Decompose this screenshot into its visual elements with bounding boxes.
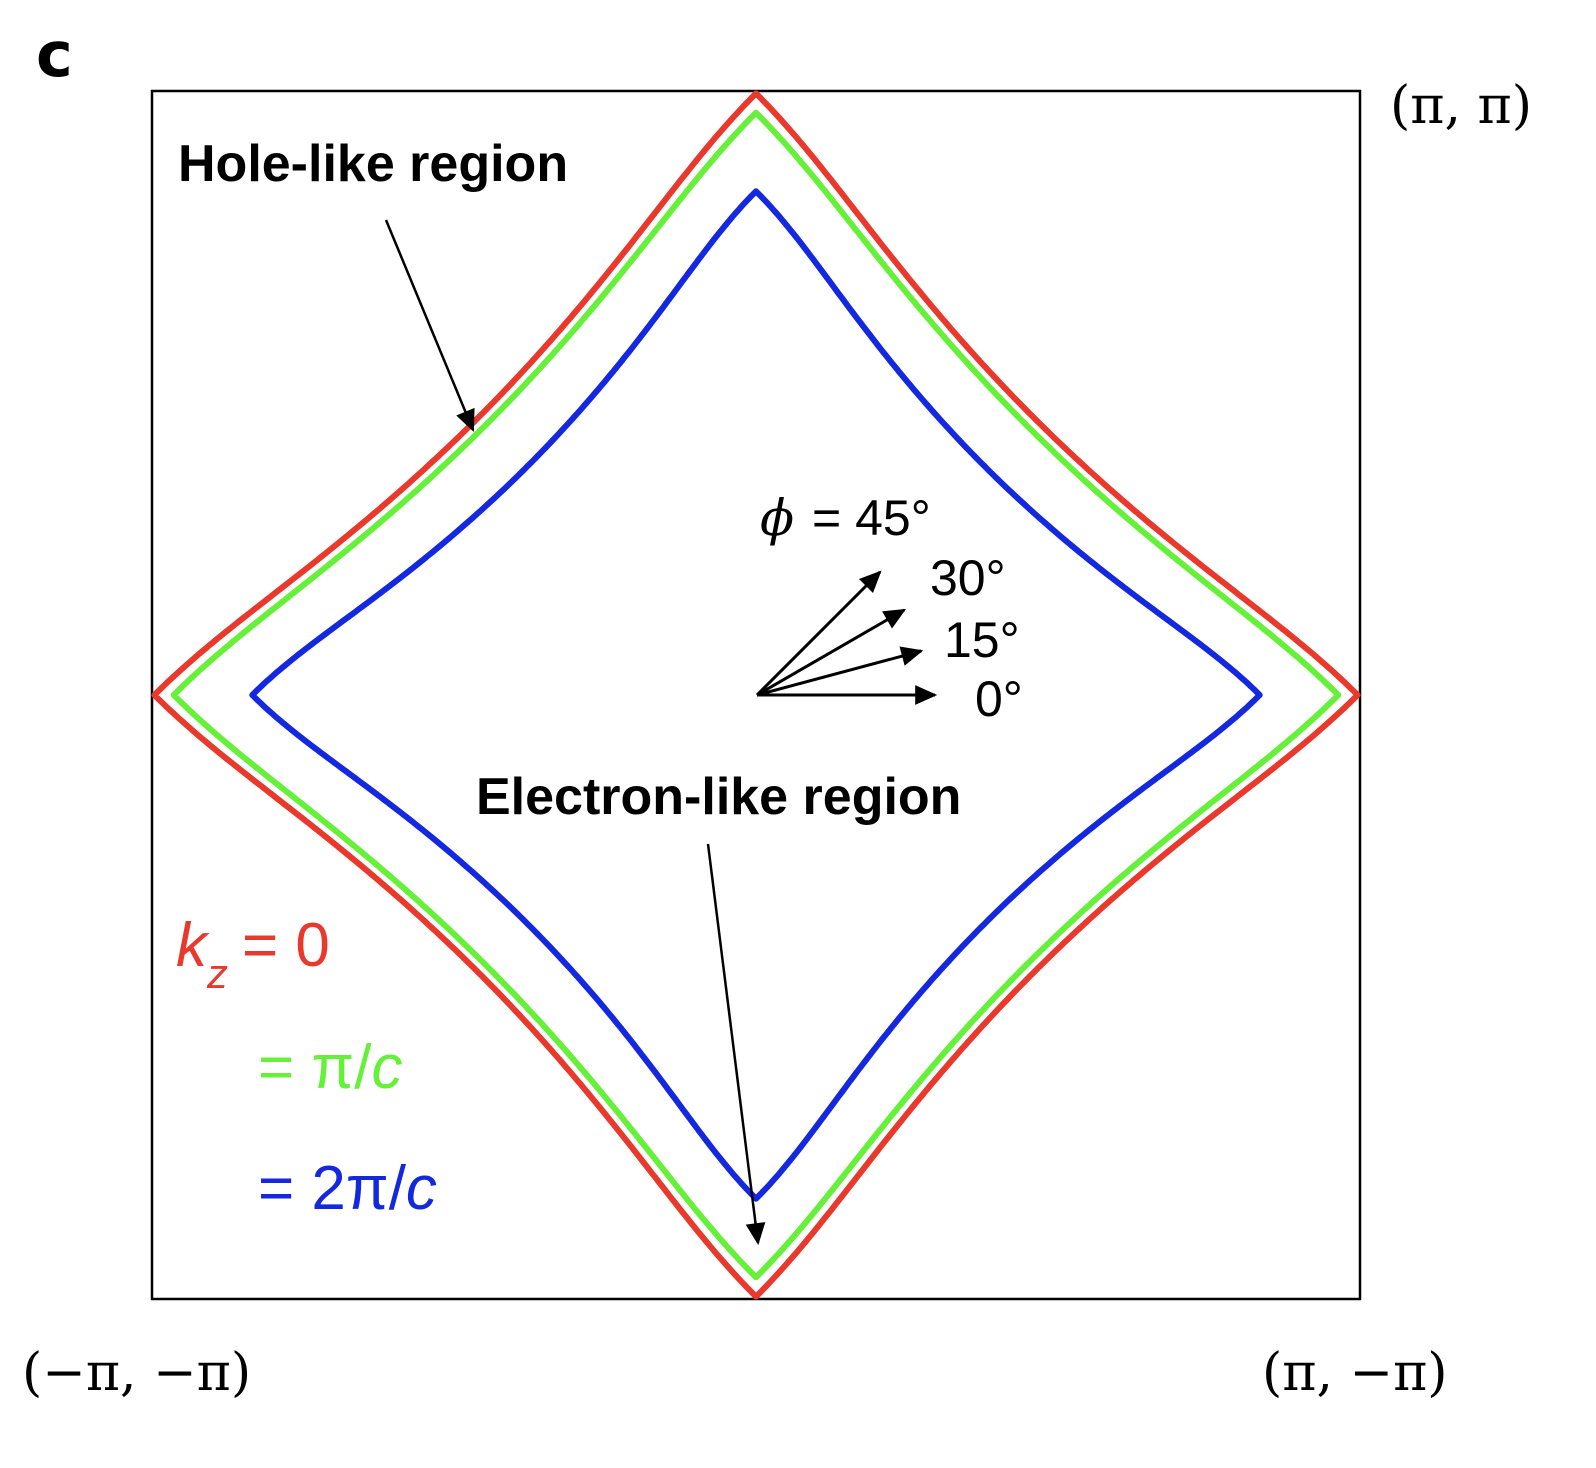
angle-label-0: 0° — [975, 671, 1023, 727]
corner-label-bottom-left: (−π, −π) — [22, 1343, 251, 1403]
angle-label-15: 15° — [944, 612, 1020, 668]
kz-legend-line-1: = π/c — [258, 1033, 402, 1102]
kz-legend-line-2: = 2π/c — [258, 1154, 437, 1223]
phi-arrow-45 — [755, 570, 882, 697]
phi-symbol: ϕ — [760, 489, 794, 547]
kz-legend-line-0: kz = 0 — [176, 911, 330, 997]
angle-label-45: = 45° — [812, 490, 931, 546]
kz-eq-1-c: c — [371, 1033, 402, 1102]
fermi-surface-curve-2 — [249, 188, 1263, 1202]
phi-arrow-15 — [756, 646, 924, 697]
panel-label: c — [36, 18, 73, 91]
brillouin-zone-frame — [150, 89, 1362, 1301]
angle-label-30: 30° — [930, 550, 1006, 606]
electron-like-region-arrow — [706, 843, 766, 1246]
corner-label-top-right: (π, π) — [1390, 76, 1532, 136]
kz-subscript: z — [206, 950, 228, 997]
hole-like-region-label: Hole-like region — [178, 135, 568, 193]
corner-label-bottom-right: (π, −π) — [1262, 1343, 1448, 1403]
kz-eq-1: = π/ — [258, 1033, 372, 1102]
fermi-surface-curve-0 — [151, 90, 1361, 1300]
fermi-surface-curves — [151, 90, 1361, 1300]
hole-like-region-arrow — [384, 219, 475, 433]
kz-eq-2-c: c — [406, 1154, 437, 1223]
kz-legend: kz = 0 = π/c = 2π/c — [176, 911, 437, 1223]
phi-angle-arrows — [755, 570, 938, 705]
kz-eq-0: = 0 — [242, 911, 330, 980]
kz-k: k — [176, 911, 210, 980]
phi-arrow-30 — [756, 608, 907, 697]
fermi-surface-curve-1 — [170, 109, 1342, 1281]
electron-like-region-label: Electron-like region — [476, 768, 961, 826]
kz-eq-2: = 2π/ — [258, 1154, 407, 1223]
